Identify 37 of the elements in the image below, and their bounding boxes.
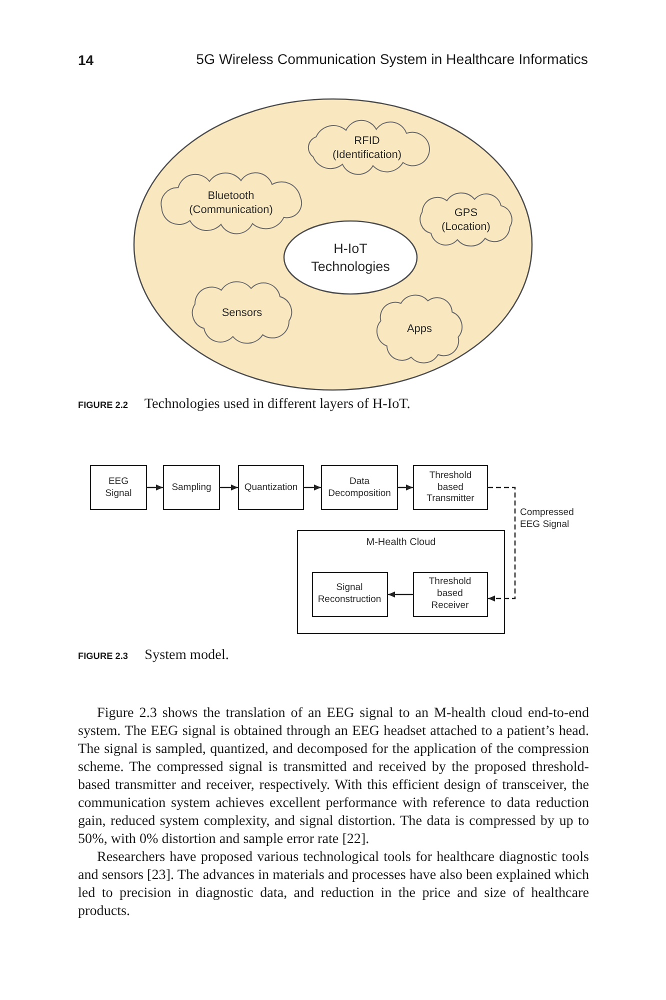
arrow — [388, 592, 413, 598]
process-box — [312, 572, 388, 616]
step-label: Data Decomposition — [328, 476, 391, 500]
process-box — [321, 465, 398, 510]
step-label: Signal Reconstruction — [318, 582, 382, 606]
cloud-label: GPS (Location) — [442, 206, 490, 234]
running-header: 5G Wireless Communication System in Healthcare Informatics — [195, 51, 588, 69]
arrow — [220, 484, 238, 490]
center-ellipse — [283, 220, 418, 295]
body-paragraph: Figure 2.3 shows the translation of an EEG signal to an M-health cloud end-to-end system. The EEG signal is obtained through an EEG headset attached to a patient’s head. The signal is sampled, quantized, and decomposed for the application of the compression scheme. The compressed signal is transmitted and received by the proposed threshold-based transmitter and receiver, respectively. With this efficient design of transceiver, the communication system achieves excellent performance with reference to data reduction gain, reduced system complexity, and signal distortion. The data is compressed by up to 50%, with 0% distortion and sample error rate [22]. — [78, 704, 589, 848]
step-label: EEG Signal — [105, 476, 132, 500]
step-label: Sampling — [172, 482, 212, 494]
process-box — [413, 465, 488, 510]
oval-panel — [133, 98, 533, 391]
step-label: Threshold based Transmitter — [426, 470, 474, 506]
cloud-label: Bluetooth (Communication) — [189, 188, 273, 216]
arrow — [147, 484, 163, 490]
process-box — [238, 465, 304, 510]
step-label: Quantization — [244, 482, 298, 494]
process-box — [163, 465, 220, 510]
figure-caption: FIGURE 2.2 Technologies used in different layers of H-IoT. — [78, 396, 412, 414]
step-label: Threshold based Receiver — [428, 576, 472, 612]
cloud-label: Apps — [406, 322, 432, 336]
dashed-arrow — [488, 486, 516, 602]
group-title: M-Health Cloud — [366, 537, 436, 549]
edge-label: Compressed EEG Signal — [519, 507, 575, 531]
figure-caption: FIGURE 2.3 System model. — [78, 647, 230, 665]
cloud-label: RFID (Identification) — [332, 134, 402, 162]
cloud-label: Sensors — [222, 306, 262, 320]
center-label: H-IoT Technologies — [311, 240, 390, 276]
page-number: 14 — [78, 51, 94, 69]
process-box — [90, 465, 147, 510]
arrow — [398, 484, 413, 490]
arrow — [304, 484, 321, 490]
body-paragraph: Researchers have proposed various technological tools for healthcare diagnostic tools and sensors [23]. The advances in materials and processes have also been explained which led to precision in diagnostic data, and reduction in the price and size of healthcare products. — [78, 848, 589, 920]
process-box — [412, 572, 488, 616]
group-box — [297, 530, 505, 634]
